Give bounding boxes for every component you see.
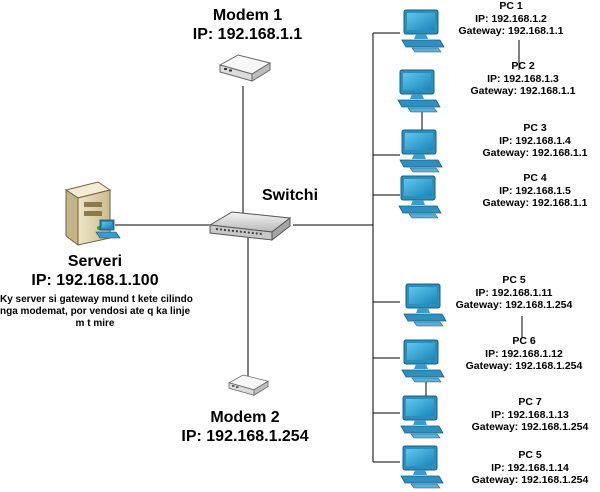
- server-label: Serveri IP: 192.168.1.100 Ky server si g…: [0, 252, 193, 330]
- connections: [115, 32, 523, 463]
- pc5-icon[interactable]: [403, 283, 447, 327]
- pc6-icon[interactable]: [401, 339, 445, 383]
- pc4-label: PC 4 IP: 192.168.1.5 Gateway: 192.168.1.…: [476, 172, 594, 210]
- pc5-label: PC 5 IP: 192.168.1.11 Gateway: 192.168.1…: [446, 274, 582, 312]
- server-note-line: Ky server si gateway mund t kete cilindo: [0, 294, 193, 306]
- pc-gateway: Gateway: 192.168.1.254: [471, 421, 589, 434]
- pc-name: PC 6: [512, 335, 536, 347]
- server-note: Ky server si gateway mund t kete cilindo…: [0, 294, 193, 330]
- modem2-label: Modem 2 IP: 192.168.1.254: [160, 408, 330, 446]
- pc-ip: IP: 192.168.1.5: [499, 184, 571, 197]
- pc3-label: PC 3 IP: 192.168.1.4 Gateway: 192.168.1.…: [476, 122, 594, 160]
- pc8-label: PC 5 IP: 192.168.1.14 Gateway: 192.168.1…: [462, 449, 598, 487]
- pc-name: PC 5: [502, 274, 526, 286]
- pc1-icon[interactable]: [401, 9, 445, 53]
- pc2-label: PC 2 IP: 192.168.1.3 Gateway: 192.168.1.…: [458, 60, 588, 98]
- pc2-icon[interactable]: [397, 69, 441, 113]
- pc-gateway: Gateway: 192.168.1.254: [465, 360, 583, 373]
- server-ip: IP: 192.168.1.100: [31, 272, 159, 290]
- pc3-icon[interactable]: [399, 129, 443, 173]
- pc-gateway: Gateway: 192.168.1.254: [455, 299, 573, 312]
- pc1-label: PC 1 IP: 192.168.1.2 Gateway: 192.168.1.…: [455, 0, 567, 38]
- server-note-line: nga modemat, por vendosi ate q ka linje: [0, 306, 191, 318]
- pc6-label: PC 6 IP: 192.168.1.12 Gateway: 192.168.1…: [456, 335, 592, 373]
- pc-ip: IP: 192.168.1.4: [499, 134, 571, 147]
- pc-gateway: Gateway: 192.168.1.1: [470, 85, 576, 98]
- pc-ip: IP: 192.168.1.14: [491, 461, 569, 474]
- modem1-label: Modem 1 IP: 192.168.1.1: [190, 6, 305, 44]
- pc7-label: PC 7 IP: 192.168.1.13 Gateway: 192.168.1…: [462, 396, 598, 434]
- pc-name: PC 3: [523, 122, 547, 134]
- pc-gateway: Gateway: 192.168.1.254: [471, 474, 589, 487]
- modem1-ip: IP: 192.168.1.1: [192, 26, 303, 44]
- server-name: Serveri: [67, 253, 123, 270]
- pc4-icon[interactable]: [398, 175, 442, 219]
- pc-gateway: Gateway: 192.168.1.1: [458, 25, 564, 38]
- server-note-line: m t mire: [75, 318, 115, 330]
- pc-ip: IP: 192.168.1.12: [485, 347, 563, 360]
- pc-ip: IP: 192.168.1.2: [475, 12, 547, 25]
- pc8-icon[interactable]: [400, 445, 444, 489]
- modem1-name: Modem 1: [212, 7, 283, 24]
- pc-name: PC 1: [499, 0, 523, 12]
- pc-gateway: Gateway: 192.168.1.1: [482, 197, 588, 210]
- modem2-name: Modem 2: [210, 409, 280, 426]
- pc-ip: IP: 192.168.1.3: [487, 72, 559, 85]
- pc-ip: IP: 192.168.1.13: [491, 408, 569, 421]
- pc-name: PC 2: [511, 60, 535, 72]
- pc-name: PC 4: [523, 172, 547, 184]
- pc-gateway: Gateway: 192.168.1.1: [482, 147, 588, 160]
- pc-ip: IP: 192.168.1.11: [475, 286, 553, 299]
- pc-name: PC 7: [518, 396, 542, 408]
- switch-name: Switchi: [262, 187, 319, 204]
- server-icon[interactable]: [64, 181, 121, 246]
- pc7-icon[interactable]: [400, 395, 444, 439]
- modem2-ip: IP: 192.168.1.254: [181, 428, 309, 446]
- modem2-icon[interactable]: [228, 374, 269, 396]
- pc-name: PC 5: [518, 449, 542, 461]
- modem1-icon[interactable]: [219, 54, 271, 82]
- switch-icon[interactable]: [208, 211, 292, 242]
- switch-label: Switchi: [262, 186, 318, 205]
